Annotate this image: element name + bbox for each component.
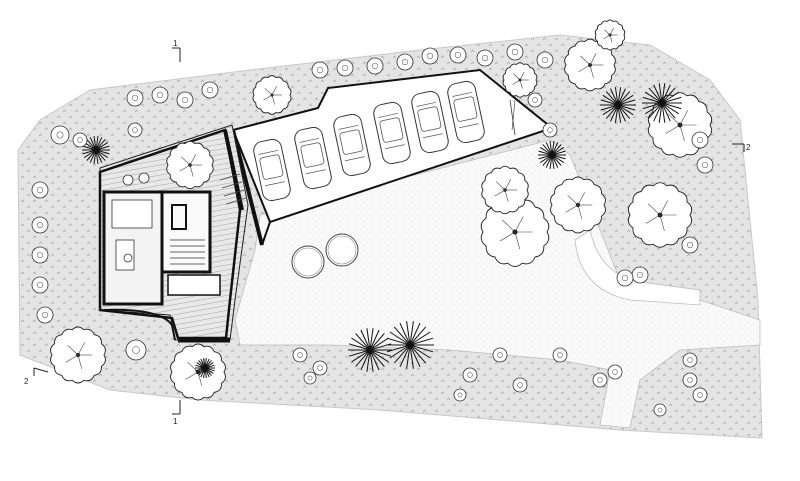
car bbox=[411, 90, 449, 154]
small-shrub bbox=[151, 86, 169, 104]
small-shrub bbox=[492, 347, 508, 363]
tree-canopy bbox=[252, 75, 292, 115]
small-shrub bbox=[311, 61, 329, 79]
small-shrub bbox=[631, 266, 649, 284]
shrub bbox=[538, 141, 566, 169]
car bbox=[333, 113, 371, 177]
section-label-right: 2 bbox=[746, 143, 751, 152]
shrub bbox=[600, 87, 636, 123]
small-shrub bbox=[31, 216, 49, 234]
tree-canopy bbox=[627, 182, 693, 248]
section-label-left: 2 bbox=[24, 377, 29, 386]
small-shrub bbox=[692, 387, 708, 403]
small-shrub bbox=[607, 364, 623, 380]
tree-canopy bbox=[550, 176, 606, 234]
entry-steps bbox=[219, 173, 247, 205]
small-shrub bbox=[691, 131, 709, 149]
tree-canopy bbox=[481, 165, 529, 215]
section-marker-left: 2 bbox=[24, 367, 49, 386]
small-shrub bbox=[592, 372, 608, 388]
section-marker-bottom: 1 bbox=[172, 400, 181, 426]
tree-canopy bbox=[502, 62, 538, 98]
dining-table bbox=[111, 199, 153, 229]
small-shrub bbox=[536, 51, 554, 69]
small-shrub bbox=[653, 403, 667, 417]
section-label-top: 1 bbox=[173, 39, 178, 48]
small-shrub bbox=[127, 122, 143, 138]
vegetation bbox=[31, 19, 714, 417]
small-shrub bbox=[476, 49, 494, 67]
service-core bbox=[160, 190, 212, 274]
small-shrub bbox=[542, 122, 558, 138]
shrub bbox=[642, 83, 682, 123]
small-shrub bbox=[126, 89, 144, 107]
small-shrub bbox=[31, 276, 49, 294]
small-shrub bbox=[616, 269, 634, 287]
small-shrub bbox=[50, 125, 70, 145]
driveway-paving bbox=[234, 139, 761, 429]
path-branch bbox=[574, 229, 701, 306]
tree-canopy bbox=[166, 140, 214, 190]
shrub bbox=[195, 358, 215, 378]
car bbox=[447, 80, 485, 144]
small-shrub bbox=[462, 367, 478, 383]
carport bbox=[231, 68, 555, 246]
round-planter bbox=[291, 245, 325, 279]
tree-canopy bbox=[480, 197, 550, 267]
parked-cars bbox=[253, 80, 485, 202]
section-marker-right: 2 bbox=[732, 143, 751, 152]
small-shrub bbox=[176, 91, 194, 109]
shrub bbox=[386, 321, 434, 369]
section-marker-top: 1 bbox=[172, 39, 181, 62]
small-shrub bbox=[681, 236, 699, 254]
small-shrub bbox=[292, 347, 308, 363]
small-shrub bbox=[682, 372, 698, 388]
tree-canopy bbox=[50, 326, 106, 384]
small-shrub bbox=[552, 347, 568, 363]
small-shrub bbox=[421, 47, 439, 65]
car bbox=[294, 126, 332, 190]
car bbox=[253, 138, 291, 202]
small-shrub bbox=[696, 156, 714, 174]
car bbox=[373, 101, 411, 165]
small-shrub bbox=[453, 388, 467, 402]
small-shrub bbox=[31, 181, 49, 199]
tree-canopy bbox=[594, 19, 626, 51]
small-shrub bbox=[72, 132, 88, 148]
small-shrub bbox=[512, 377, 528, 393]
small-shrub bbox=[201, 81, 219, 99]
stair bbox=[170, 239, 205, 265]
small-shrub bbox=[31, 246, 49, 264]
small-shrub bbox=[125, 339, 147, 361]
small-shrub bbox=[303, 371, 317, 385]
small-shrub bbox=[527, 92, 543, 108]
small-shrub bbox=[366, 57, 384, 75]
shrub bbox=[82, 136, 110, 164]
small-shrub bbox=[396, 53, 414, 71]
house bbox=[98, 124, 249, 343]
shrub bbox=[348, 328, 392, 372]
small-shrub bbox=[506, 43, 524, 61]
small-shrub bbox=[449, 46, 467, 64]
round-planter bbox=[325, 233, 359, 267]
section-label-bottom: 1 bbox=[173, 417, 178, 426]
small-shrub bbox=[312, 360, 328, 376]
small-shrub bbox=[336, 59, 354, 77]
small-shrub bbox=[36, 306, 54, 324]
small-shrub bbox=[682, 352, 698, 368]
